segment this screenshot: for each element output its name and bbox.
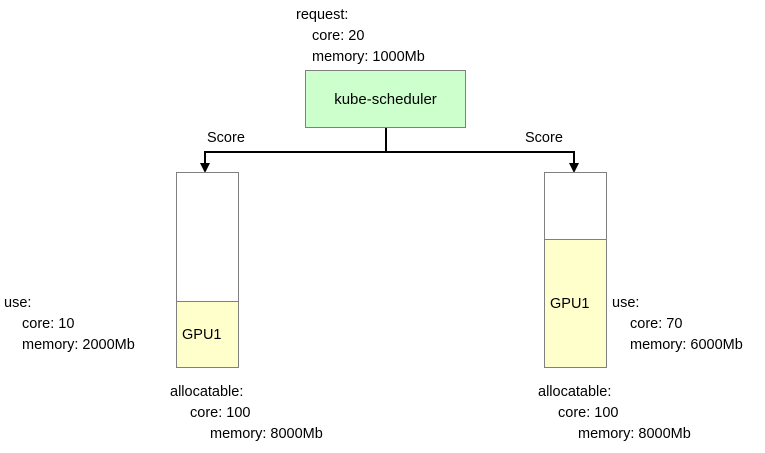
request-annotation: request: core: 20 memory: 1000Mb xyxy=(292,5,482,68)
score-label-right: Score xyxy=(525,130,563,146)
node-bar-right-label: GPU1 xyxy=(550,295,590,312)
request-label: request: xyxy=(296,7,349,23)
use-annotation-right: use: core: 70 memory: 6000Mb xyxy=(612,293,765,356)
allocatable-left-memory: memory: 8000Mb xyxy=(210,426,323,442)
allocatable-right-core: core: 100 xyxy=(558,405,619,421)
node-bar-right-used-region: GPU1 xyxy=(545,239,606,367)
use-right-label: use: xyxy=(612,295,640,311)
allocatable-right-memory: memory: 8000Mb xyxy=(578,426,691,442)
connector-right-branch xyxy=(573,151,575,165)
allocatable-annotation-left: allocatable: core: 100 memory: 8000Mb xyxy=(170,382,400,445)
score-label-left: Score xyxy=(207,130,245,146)
use-left-core: core: 10 xyxy=(22,316,75,332)
allocatable-left-core: core: 100 xyxy=(190,405,251,421)
kube-scheduler-box[interactable]: kube-scheduler xyxy=(305,70,466,128)
use-left-label: use: xyxy=(4,295,32,311)
allocatable-right-label: allocatable: xyxy=(538,384,612,400)
connector-horizontal-bus xyxy=(204,151,574,153)
node-bar-right[interactable]: GPU1 xyxy=(544,172,607,368)
node-bar-left-used-region: GPU1 xyxy=(177,301,238,367)
arrowhead-left-icon xyxy=(200,163,210,173)
connector-scheduler-stem xyxy=(385,128,387,152)
use-right-core: core: 70 xyxy=(630,316,683,332)
use-right-memory: memory: 6000Mb xyxy=(630,337,743,353)
request-core: core: 20 xyxy=(312,28,365,44)
allocatable-left-label: allocatable: xyxy=(170,384,244,400)
node-bar-left-label: GPU1 xyxy=(182,326,222,343)
connector-left-branch xyxy=(204,151,206,165)
request-memory: memory: 1000Mb xyxy=(312,49,425,65)
use-left-memory: memory: 2000Mb xyxy=(22,337,135,353)
allocatable-annotation-right: allocatable: core: 100 memory: 8000Mb xyxy=(538,382,765,445)
node-bar-left[interactable]: GPU1 xyxy=(176,172,239,368)
use-annotation-left: use: core: 10 memory: 2000Mb xyxy=(4,293,169,356)
kube-scheduler-label: kube-scheduler xyxy=(334,90,437,108)
arrowhead-right-icon xyxy=(569,163,579,173)
